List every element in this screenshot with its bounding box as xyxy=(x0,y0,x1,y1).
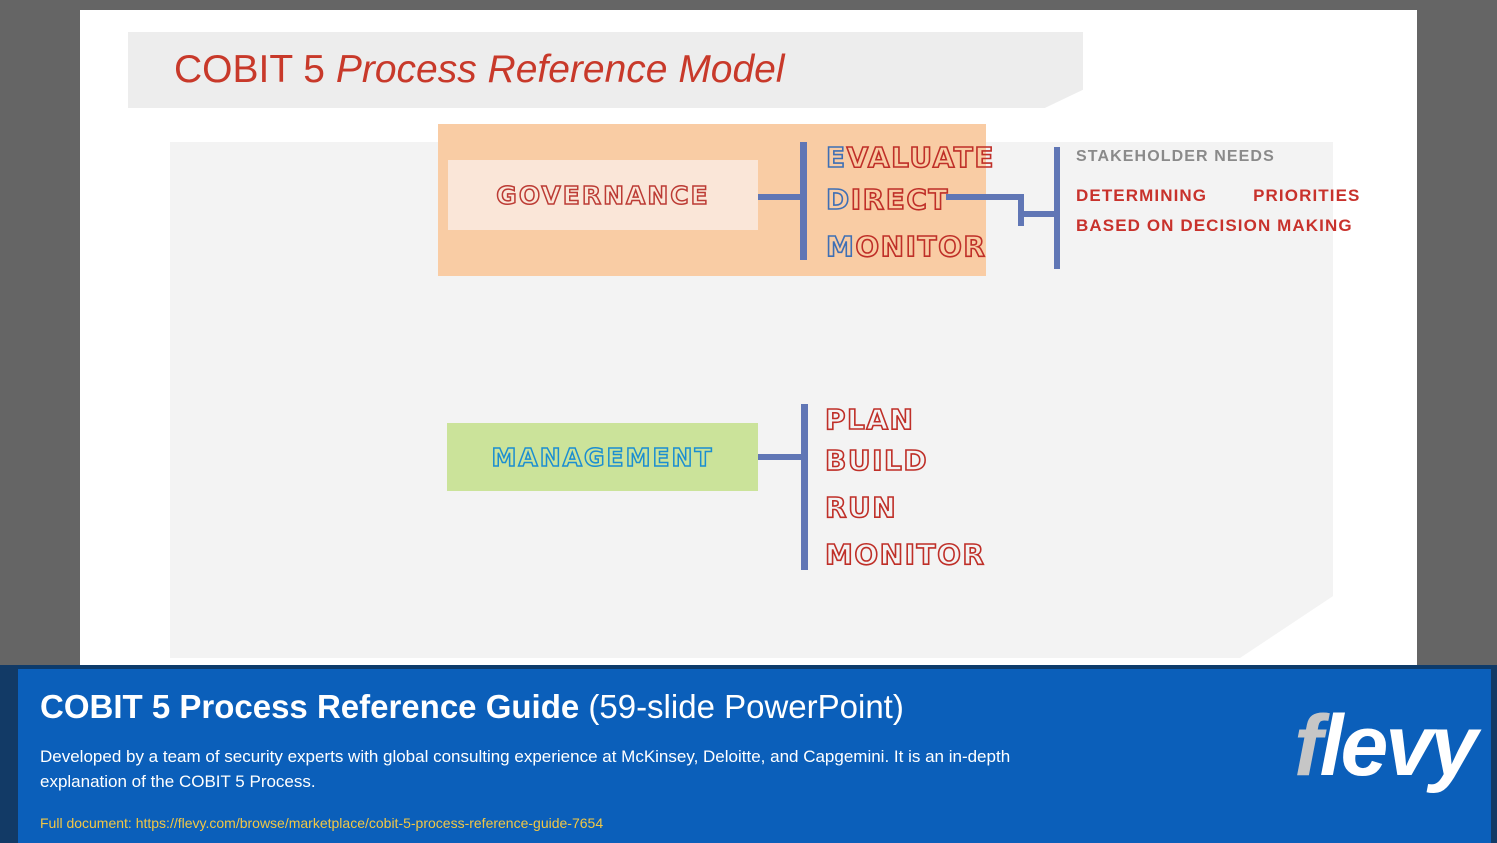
banner-left-border xyxy=(0,665,18,843)
management-label-box: MANAGEMENT xyxy=(447,423,758,491)
page-title-italic: Process Reference Model xyxy=(335,48,785,91)
banner-document-link[interactable]: Full document: https://flevy.com/browse/… xyxy=(40,815,604,831)
governance-connector-stub xyxy=(758,194,802,200)
stakeholder-needs-heading: STAKEHOLDER NEEDS xyxy=(1076,148,1275,165)
management-item-run: RUN xyxy=(824,490,898,525)
governance-item-direct-rest: IRECT xyxy=(850,182,950,217)
flevy-logo-levy: levy xyxy=(1319,698,1478,794)
slide-title-band: COBIT 5 Process Reference Model xyxy=(128,32,1083,108)
governance-item-monitor-rest: ONITOR xyxy=(855,229,987,264)
page-title-regular: COBIT 5 xyxy=(174,48,336,91)
governance-item-monitor: MONITOR xyxy=(825,229,987,264)
stakeholder-determining: DETERMINING xyxy=(1076,186,1208,205)
governance-item-evaluate-rest: VALUATE xyxy=(846,140,996,175)
slide-canvas: COBIT 5 Process Reference Model GOVERNAN… xyxy=(80,10,1417,665)
banner-description: Developed by a team of security experts … xyxy=(40,747,1011,791)
flevy-promo-banner: COBIT 5 Process Reference Guide (59-slid… xyxy=(0,665,1497,843)
stakeholder-priorities: PRIORITIES xyxy=(1253,186,1361,205)
management-item-build: BUILD xyxy=(824,443,929,478)
page-title: COBIT 5 Process Reference Model xyxy=(174,48,785,92)
stakeholder-connector-segment-2 xyxy=(1018,194,1024,226)
governance-connector-bar xyxy=(800,142,807,260)
management-label: MANAGEMENT xyxy=(491,442,714,473)
flevy-logo-f: f xyxy=(1293,698,1323,794)
management-item-plan: PLAN xyxy=(824,402,915,437)
banner-title-light: (59-slide PowerPoint) xyxy=(579,688,904,725)
governance-label-box: GOVERNANCE xyxy=(448,160,758,230)
stakeholder-connector-segment-3 xyxy=(1018,211,1060,217)
banner-title-bold: COBIT 5 Process Reference Guide xyxy=(40,688,580,725)
governance-item-direct: DIRECT xyxy=(825,182,950,217)
governance-label: GOVERNANCE xyxy=(496,180,710,211)
management-item-monitor: MONITOR xyxy=(824,537,986,572)
governance-item-monitor-initial: M xyxy=(825,229,856,264)
banner-right-border xyxy=(1491,665,1497,843)
governance-item-evaluate: EVALUATE xyxy=(825,140,996,175)
stakeholder-needs-line-1: DETERMINING PRIORITIES xyxy=(1076,186,1360,206)
stakeholder-needs-line-2: BASED ON DECISION MAKING xyxy=(1076,216,1353,235)
governance-item-direct-initial: D xyxy=(825,182,851,217)
stakeholder-connector-bar xyxy=(1054,147,1060,269)
management-connector-stub xyxy=(758,454,803,460)
banner-top-border xyxy=(0,665,1497,669)
governance-item-evaluate-initial: E xyxy=(825,140,847,175)
flevy-logo[interactable]: flevy xyxy=(1294,703,1478,789)
stakeholder-connector-segment-1 xyxy=(946,194,1024,200)
banner-title: COBIT 5 Process Reference Guide (59-slid… xyxy=(40,688,904,726)
management-connector-bar xyxy=(801,404,808,570)
